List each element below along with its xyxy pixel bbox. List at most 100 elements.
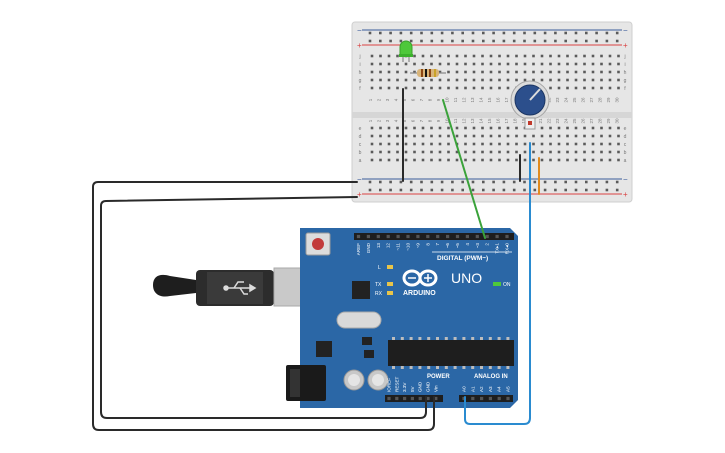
digital-pin-hole[interactable] xyxy=(406,234,410,239)
rail-hole[interactable] xyxy=(430,39,434,43)
rail-hole[interactable] xyxy=(399,31,403,35)
resistor[interactable] xyxy=(410,69,446,77)
rail-hole[interactable] xyxy=(471,180,475,184)
breadboard-hole[interactable] xyxy=(421,78,425,82)
rail-hole[interactable] xyxy=(564,31,567,35)
green-led[interactable] xyxy=(399,40,413,62)
breadboard-hole[interactable] xyxy=(489,126,493,130)
breadboard-hole[interactable] xyxy=(447,158,450,162)
breadboard-hole[interactable] xyxy=(370,142,374,146)
breadboard-hole[interactable] xyxy=(574,126,578,130)
rail-hole[interactable] xyxy=(605,188,609,192)
rail-hole[interactable] xyxy=(585,39,588,43)
breadboard-hole[interactable] xyxy=(489,70,493,74)
breadboard-hole[interactable] xyxy=(523,78,527,82)
breadboard-hole[interactable] xyxy=(404,142,408,146)
breadboard-hole[interactable] xyxy=(387,158,391,162)
breadboard-hole[interactable] xyxy=(472,158,476,162)
breadboard-hole[interactable] xyxy=(481,126,484,130)
breadboard-hole[interactable] xyxy=(600,142,603,146)
breadboard-hole[interactable] xyxy=(387,86,391,90)
digital-pin-hole[interactable] xyxy=(376,234,380,239)
breadboard-hole[interactable] xyxy=(549,86,552,90)
breadboard-hole[interactable] xyxy=(404,158,408,162)
breadboard-hole[interactable] xyxy=(540,54,544,58)
breadboard-hole[interactable] xyxy=(396,134,399,138)
breadboard-hole[interactable] xyxy=(455,126,459,130)
rail-hole[interactable] xyxy=(471,188,475,192)
breadboard-hole[interactable] xyxy=(617,142,620,146)
breadboard-hole[interactable] xyxy=(370,150,374,154)
breadboard-hole[interactable] xyxy=(591,78,595,82)
breadboard-hole[interactable] xyxy=(413,70,416,74)
breadboard-hole[interactable] xyxy=(566,158,569,162)
rail-hole[interactable] xyxy=(533,39,537,43)
breadboard-hole[interactable] xyxy=(608,54,612,58)
breadboard-hole[interactable] xyxy=(608,150,612,154)
breadboard-hole[interactable] xyxy=(506,62,510,66)
breadboard-hole[interactable] xyxy=(566,134,569,138)
breadboard-hole[interactable] xyxy=(387,126,391,130)
breadboard-hole[interactable] xyxy=(557,134,561,138)
breadboard-hole[interactable] xyxy=(447,62,450,66)
breadboard-hole[interactable] xyxy=(447,142,450,146)
breadboard-hole[interactable] xyxy=(404,86,408,90)
breadboard-hole[interactable] xyxy=(532,142,535,146)
breadboard-hole[interactable] xyxy=(566,78,569,82)
breadboard-hole[interactable] xyxy=(447,70,450,74)
breadboard-hole[interactable] xyxy=(549,70,552,74)
breadboard-hole[interactable] xyxy=(608,134,612,138)
breadboard-hole[interactable] xyxy=(608,70,612,74)
breadboard-hole[interactable] xyxy=(549,78,552,82)
rail-hole[interactable] xyxy=(440,31,444,35)
breadboard-hole[interactable] xyxy=(574,134,578,138)
rail-hole[interactable] xyxy=(409,31,413,35)
rail-hole[interactable] xyxy=(368,180,372,184)
breadboard-hole[interactable] xyxy=(608,62,612,66)
breadboard-hole[interactable] xyxy=(515,78,518,82)
breadboard-hole[interactable] xyxy=(472,142,476,146)
breadboard-hole[interactable] xyxy=(600,70,603,74)
breadboard-hole[interactable] xyxy=(506,70,510,74)
breadboard-hole[interactable] xyxy=(472,78,476,82)
breadboard-hole[interactable] xyxy=(557,54,561,58)
rail-hole[interactable] xyxy=(399,39,403,43)
rail-hole[interactable] xyxy=(585,188,588,192)
breadboard-hole[interactable] xyxy=(506,150,510,154)
breadboard-hole[interactable] xyxy=(532,54,535,58)
digital-pin-hole[interactable] xyxy=(455,234,460,239)
breadboard-hole[interactable] xyxy=(447,86,450,90)
digital-pin-hole[interactable] xyxy=(485,234,489,239)
breadboard-hole[interactable] xyxy=(421,142,425,146)
breadboard-hole[interactable] xyxy=(600,54,603,58)
rail-hole[interactable] xyxy=(512,180,516,184)
breadboard-hole[interactable] xyxy=(430,142,433,146)
breadboard-hole[interactable] xyxy=(387,62,391,66)
breadboard-hole[interactable] xyxy=(379,134,382,138)
breadboard-hole[interactable] xyxy=(387,70,391,74)
breadboard-hole[interactable] xyxy=(523,134,527,138)
breadboard-hole[interactable] xyxy=(464,142,467,146)
breadboard-hole[interactable] xyxy=(396,70,399,74)
breadboard-hole[interactable] xyxy=(404,126,408,130)
breadboard-hole[interactable] xyxy=(566,126,569,130)
breadboard-hole[interactable] xyxy=(583,150,586,154)
breadboard-hole[interactable] xyxy=(464,134,467,138)
breadboard-hole[interactable] xyxy=(387,150,391,154)
rail-hole[interactable] xyxy=(379,180,382,184)
breadboard-hole[interactable] xyxy=(591,62,595,66)
rail-hole[interactable] xyxy=(585,31,588,35)
breadboard-hole[interactable] xyxy=(455,54,459,58)
rail-hole[interactable] xyxy=(420,180,423,184)
digital-pin-hole[interactable] xyxy=(495,234,499,239)
rail-hole[interactable] xyxy=(492,188,495,192)
breadboard-hole[interactable] xyxy=(498,54,501,58)
rail-hole[interactable] xyxy=(523,39,526,43)
breadboard-hole[interactable] xyxy=(481,78,484,82)
breadboard-hole[interactable] xyxy=(617,86,620,90)
breadboard-hole[interactable] xyxy=(387,134,391,138)
breadboard[interactable]: − + − + − + − + 112233445566778899101011… xyxy=(351,21,633,203)
breadboard-hole[interactable] xyxy=(438,126,442,130)
breadboard-hole[interactable] xyxy=(506,142,510,146)
